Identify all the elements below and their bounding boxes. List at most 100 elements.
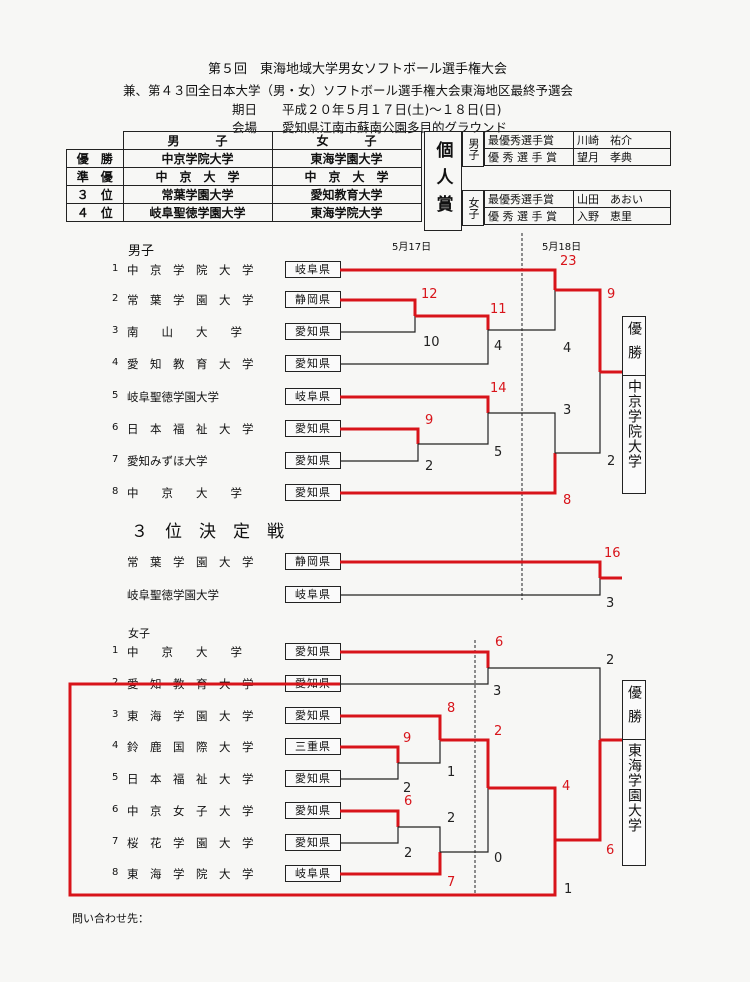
winner-path [555, 288, 602, 372]
score-label: 1 [447, 765, 455, 780]
winner-path [555, 740, 602, 842]
team-prefecture: 愛知県 [285, 355, 341, 372]
page-subtitle: 兼、第４３回全日本大学（男・女）ソフトボール選手権大会東海地区最終予選会 [123, 83, 574, 98]
score-label: 9 [607, 287, 615, 302]
team-prefecture: 愛知県 [285, 802, 341, 819]
team-prefecture: 愛知県 [285, 452, 341, 469]
men-champion-label: 優勝 [626, 321, 642, 369]
award-name: 望月 孝典 [573, 148, 671, 166]
bracket-line [340, 578, 601, 596]
team-name: 岐阜聖徳学園大学 [127, 390, 219, 404]
score-label: 14 [490, 381, 507, 396]
winner-path [488, 786, 557, 840]
award-name: 入野 恵里 [573, 207, 671, 225]
score-label: 2 [425, 459, 433, 474]
team-prefecture: 岐阜県 [285, 586, 341, 603]
team-prefecture: 静岡県 [285, 553, 341, 570]
bracket-line [398, 826, 441, 852]
contact-label: 問い合わせ先： [72, 912, 149, 925]
score-label: 3 [563, 403, 571, 418]
team-name: 日 本 福 祉 大 学 [127, 772, 254, 786]
award-row: 優 秀 選 手 賞 望月 孝典 [484, 148, 671, 166]
team-seed: 3 [112, 709, 119, 720]
results-row: ４ 位 岐阜聖徳学園大学 東海学院大学 [66, 203, 422, 222]
results-col-women: 女 子 [271, 131, 422, 150]
team-name: 南 山 大 学 [127, 325, 242, 339]
team-seed: 8 [112, 486, 119, 497]
bracket-line [488, 667, 601, 740]
team-prefecture: 三重県 [285, 738, 341, 755]
score-label: 6 [495, 635, 503, 650]
bracket-line [340, 763, 399, 780]
score-label: 23 [560, 254, 577, 269]
bracket-line [555, 372, 601, 454]
winner-path [68, 682, 557, 897]
men-section-label: 男子 [128, 244, 155, 259]
score-label: 2 [607, 454, 615, 469]
women-result: 中 京 大 学 [271, 167, 422, 186]
team-seed: 1 [112, 263, 119, 274]
men-result: 常葉学園大学 [122, 185, 273, 204]
team-prefecture: 愛知県 [285, 420, 341, 437]
rank-label: ４ 位 [66, 203, 124, 222]
bracket-line [418, 413, 489, 445]
team-seed: 4 [112, 357, 119, 368]
score-label: 6 [404, 794, 412, 809]
awards-men-label: 男子 [462, 131, 484, 167]
awards-women-table: 最優秀選手賞 山田 あおい 優 秀 選 手 賞 入野 恵里 [484, 190, 671, 225]
winner-path [340, 268, 557, 290]
score-label: 9 [403, 731, 411, 746]
award-title: 最優秀選手賞 [484, 131, 574, 149]
team-name: 愛 知 教 育 大 学 [127, 357, 254, 371]
men-champion-box: 優勝 中京学院大学 [622, 316, 646, 494]
results-table: 男 子 女 子 優 勝 中京学院大学 東海学園大学 準 優 中 京 大 学 中 … [66, 131, 422, 222]
rank-label: 優 勝 [66, 149, 124, 168]
score-label: 4 [563, 341, 571, 356]
team-prefecture: 岐阜県 [285, 261, 341, 278]
score-label: 4 [494, 339, 502, 354]
team-name: 東 海 学 院 大 学 [127, 867, 254, 881]
page-title: 第５回 東海地域大学男女ソフトボール選手権大会 [208, 62, 508, 77]
women-champion-box: 優勝 東海学園大学 [622, 680, 646, 866]
third-place-title: ３ 位 決 定 戦 [131, 522, 284, 542]
team-name: 中 京 学 院 大 学 [127, 263, 254, 277]
team-prefecture: 愛知県 [285, 834, 341, 851]
award-title: 最優秀選手賞 [484, 190, 574, 208]
team-seed: 4 [112, 740, 119, 751]
winner-path [415, 314, 490, 330]
men-champion-name: 中京学院大学 [626, 379, 642, 469]
score-label: 12 [421, 287, 438, 302]
bracket-line [398, 740, 441, 764]
winner-path [340, 852, 442, 876]
awards-women-label: 女子 [462, 190, 484, 226]
score-label: 5 [494, 445, 502, 460]
bracket-line [340, 330, 489, 365]
team-prefecture: 愛知県 [285, 643, 341, 660]
team-seed: 3 [112, 325, 119, 336]
winner-path [340, 298, 417, 316]
results-row: ３ 位 常葉学園大学 愛知教育大学 [66, 185, 422, 204]
team-seed: 2 [112, 293, 119, 304]
score-label: 2 [404, 846, 412, 861]
team-name: 中 京 大 学 [127, 645, 242, 659]
rank-label: 準 優 [66, 167, 124, 186]
award-row: 最優秀選手賞 山田 あおい [484, 190, 671, 208]
date-day2: 5月18日 [542, 242, 582, 253]
team-prefecture: 愛知県 [285, 484, 341, 501]
team-name: 常 葉 学 園 大 学 [127, 293, 254, 307]
team-name: 日 本 福 祉 大 学 [127, 422, 254, 436]
winner-path [440, 738, 490, 788]
bracket-line [340, 316, 416, 333]
women-champion-label: 優勝 [626, 685, 642, 733]
results-row: 優 勝 中京学院大学 東海学園大学 [66, 149, 422, 168]
team-prefecture: 岐阜県 [285, 865, 341, 882]
award-title: 優 秀 選 手 賞 [484, 148, 574, 166]
award-title: 優 秀 選 手 賞 [484, 207, 574, 225]
team-seed: 7 [112, 454, 119, 465]
winner-path [340, 745, 400, 763]
score-label: 8 [447, 701, 455, 716]
bracket-line [340, 668, 489, 685]
team-name: 鈴 鹿 国 際 大 学 [127, 740, 254, 754]
